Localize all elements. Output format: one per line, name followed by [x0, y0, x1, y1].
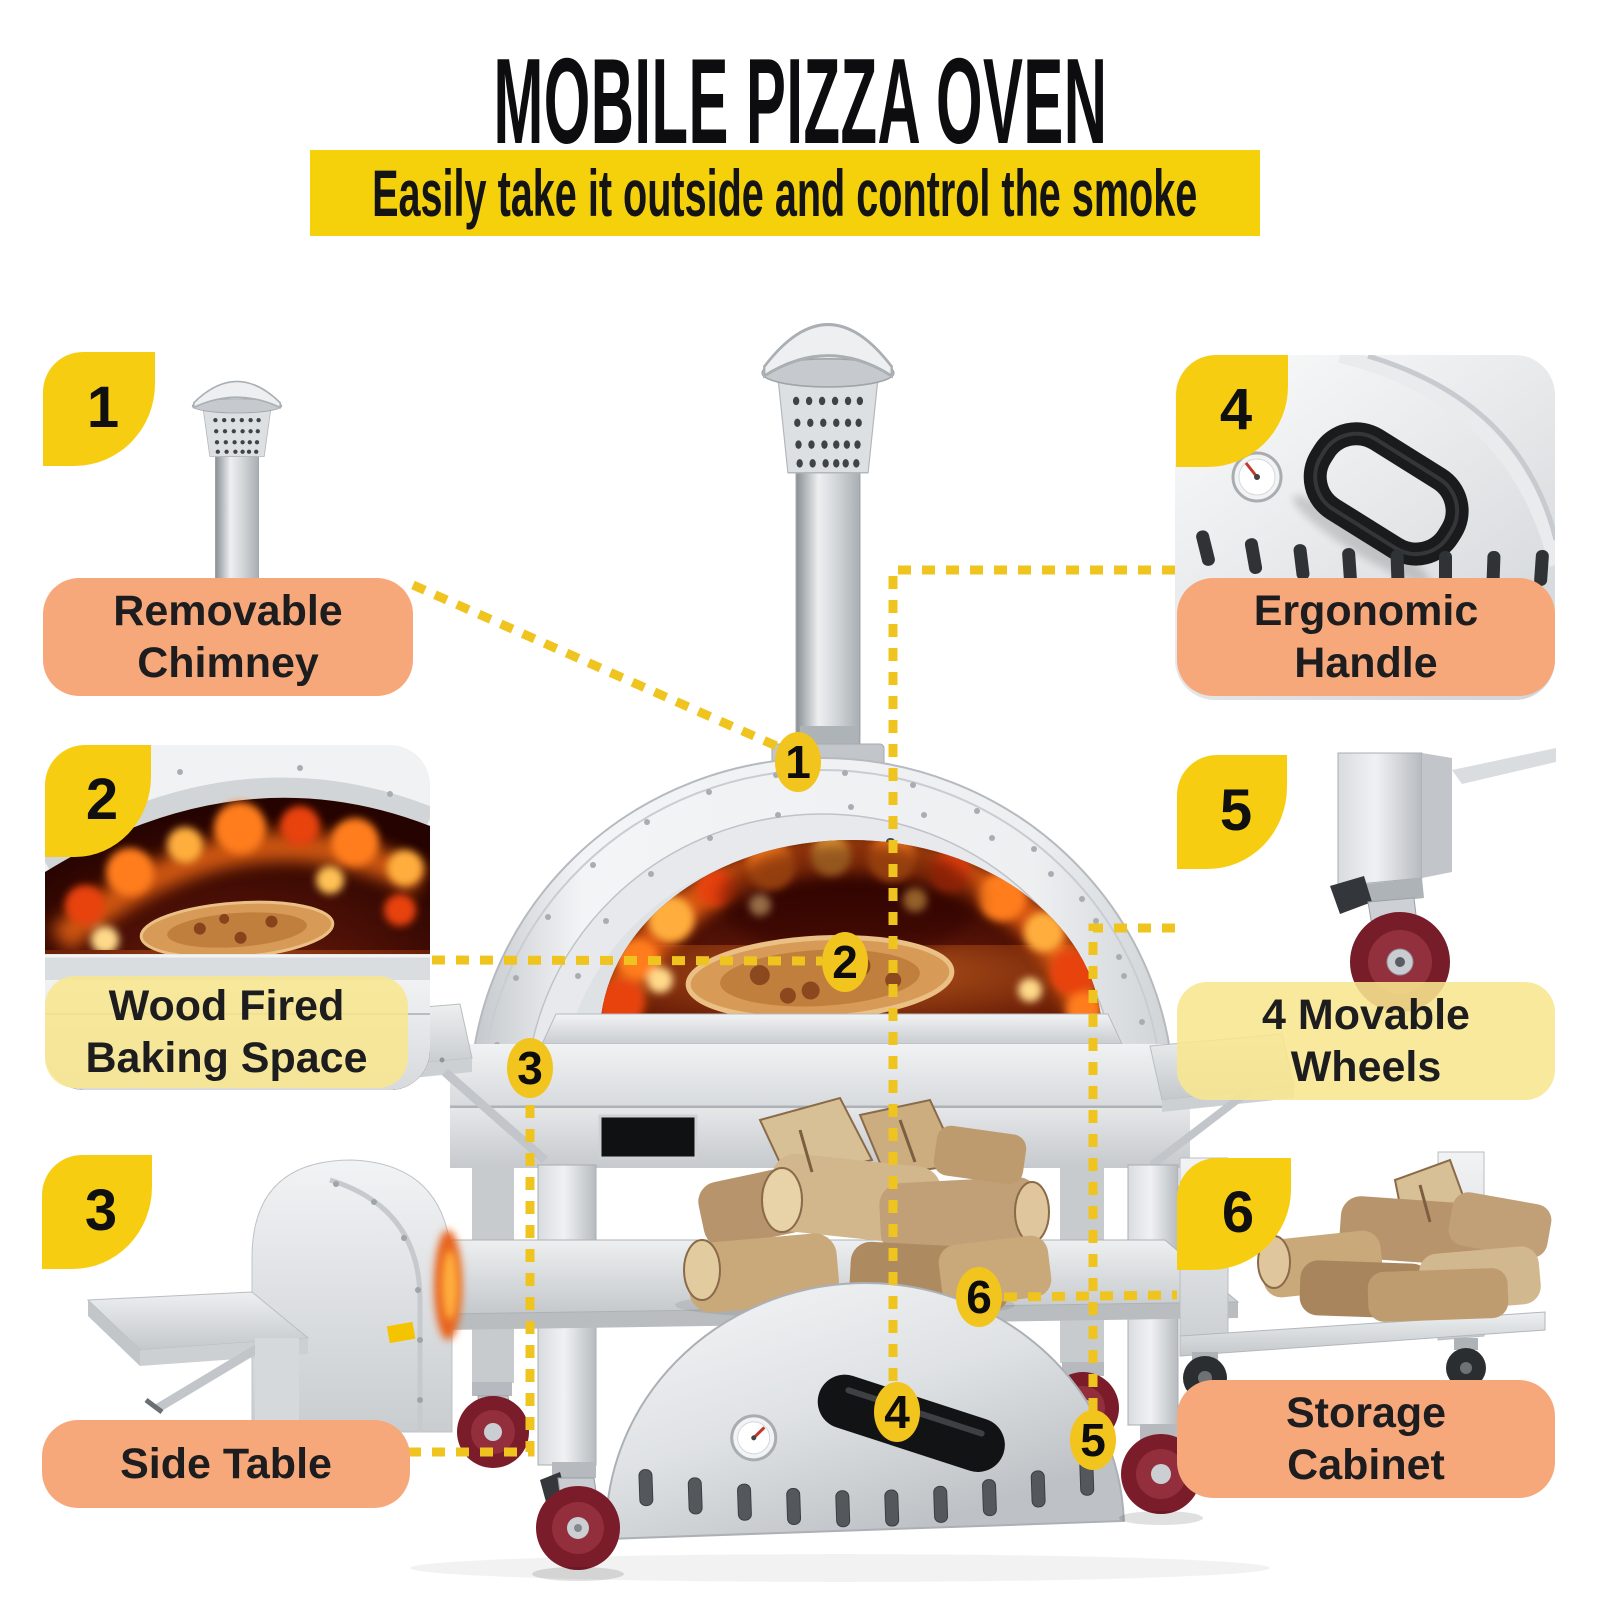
oven-marker-2: 2 [822, 932, 868, 992]
feature-label-storage-cabinet: Storage Cabinet [1177, 1380, 1555, 1498]
feature-number: 1 [86, 374, 120, 440]
feature-number: 2 [85, 766, 119, 832]
connector-5 [1088, 923, 1175, 1412]
feature-label-baking-space: Wood Fired Baking Space [45, 976, 408, 1088]
feature-number: 4 [1219, 376, 1253, 442]
connector-3 [408, 1098, 535, 1457]
movable-wheel-thumbnail [1330, 748, 1556, 1024]
feature-badge-5: 5 [1177, 755, 1287, 869]
feature-number: 3 [84, 1177, 118, 1243]
chimney [760, 322, 896, 771]
oven-marker-4: 4 [874, 1382, 920, 1442]
side-table-thumbnail [86, 1159, 462, 1433]
dome-rivets [494, 770, 1145, 1048]
caster-wheel-front-left [532, 1462, 624, 1581]
connector-6 [1003, 1290, 1178, 1302]
wheel-brake-pedal [1330, 876, 1372, 914]
oven-marker-6: 6 [956, 1267, 1002, 1327]
removable-chimney-thumbnail [191, 380, 283, 602]
feature-label-side-table: Side Table [42, 1420, 410, 1508]
connector-4 [888, 565, 1175, 1385]
feature-badge-2: 2 [45, 745, 151, 857]
door-vent-slots [1196, 530, 1549, 587]
subtitle-banner: Easily take it outside and control the s… [310, 150, 1260, 236]
storage-cabinet-thumbnail [1179, 1151, 1552, 1400]
feature-label-ergonomic-handle: Ergonomic Handle [1177, 578, 1555, 696]
oven-marker-3: 3 [507, 1038, 553, 1098]
subtitle-text: Easily take it outside and control the s… [372, 156, 1198, 230]
oven-marker-5: 5 [1070, 1410, 1116, 1470]
connector-2 [431, 955, 823, 966]
nameplate [598, 1114, 698, 1160]
feature-label-removable-chimney: Removable Chimney [43, 578, 413, 696]
feature-number: 6 [1221, 1179, 1255, 1245]
door-thermometer [1231, 451, 1283, 503]
oven-marker-1: 1 [775, 732, 821, 792]
caster-wheel-rear-left [457, 1382, 529, 1468]
page-title: MOBILE PIZZA OVEN [0, 33, 1600, 169]
firewood-small-stack [1257, 1158, 1552, 1322]
page-title-text: MOBILE PIZZA OVEN [493, 33, 1107, 169]
thermometer [730, 1414, 778, 1462]
connector-1 [411, 580, 792, 757]
callout-connector-lines [408, 565, 1178, 1457]
feature-number: 5 [1219, 777, 1253, 843]
feature-label-movable-wheels: 4 Movable Wheels [1177, 982, 1555, 1100]
vevor-logo-chip [386, 1321, 416, 1344]
